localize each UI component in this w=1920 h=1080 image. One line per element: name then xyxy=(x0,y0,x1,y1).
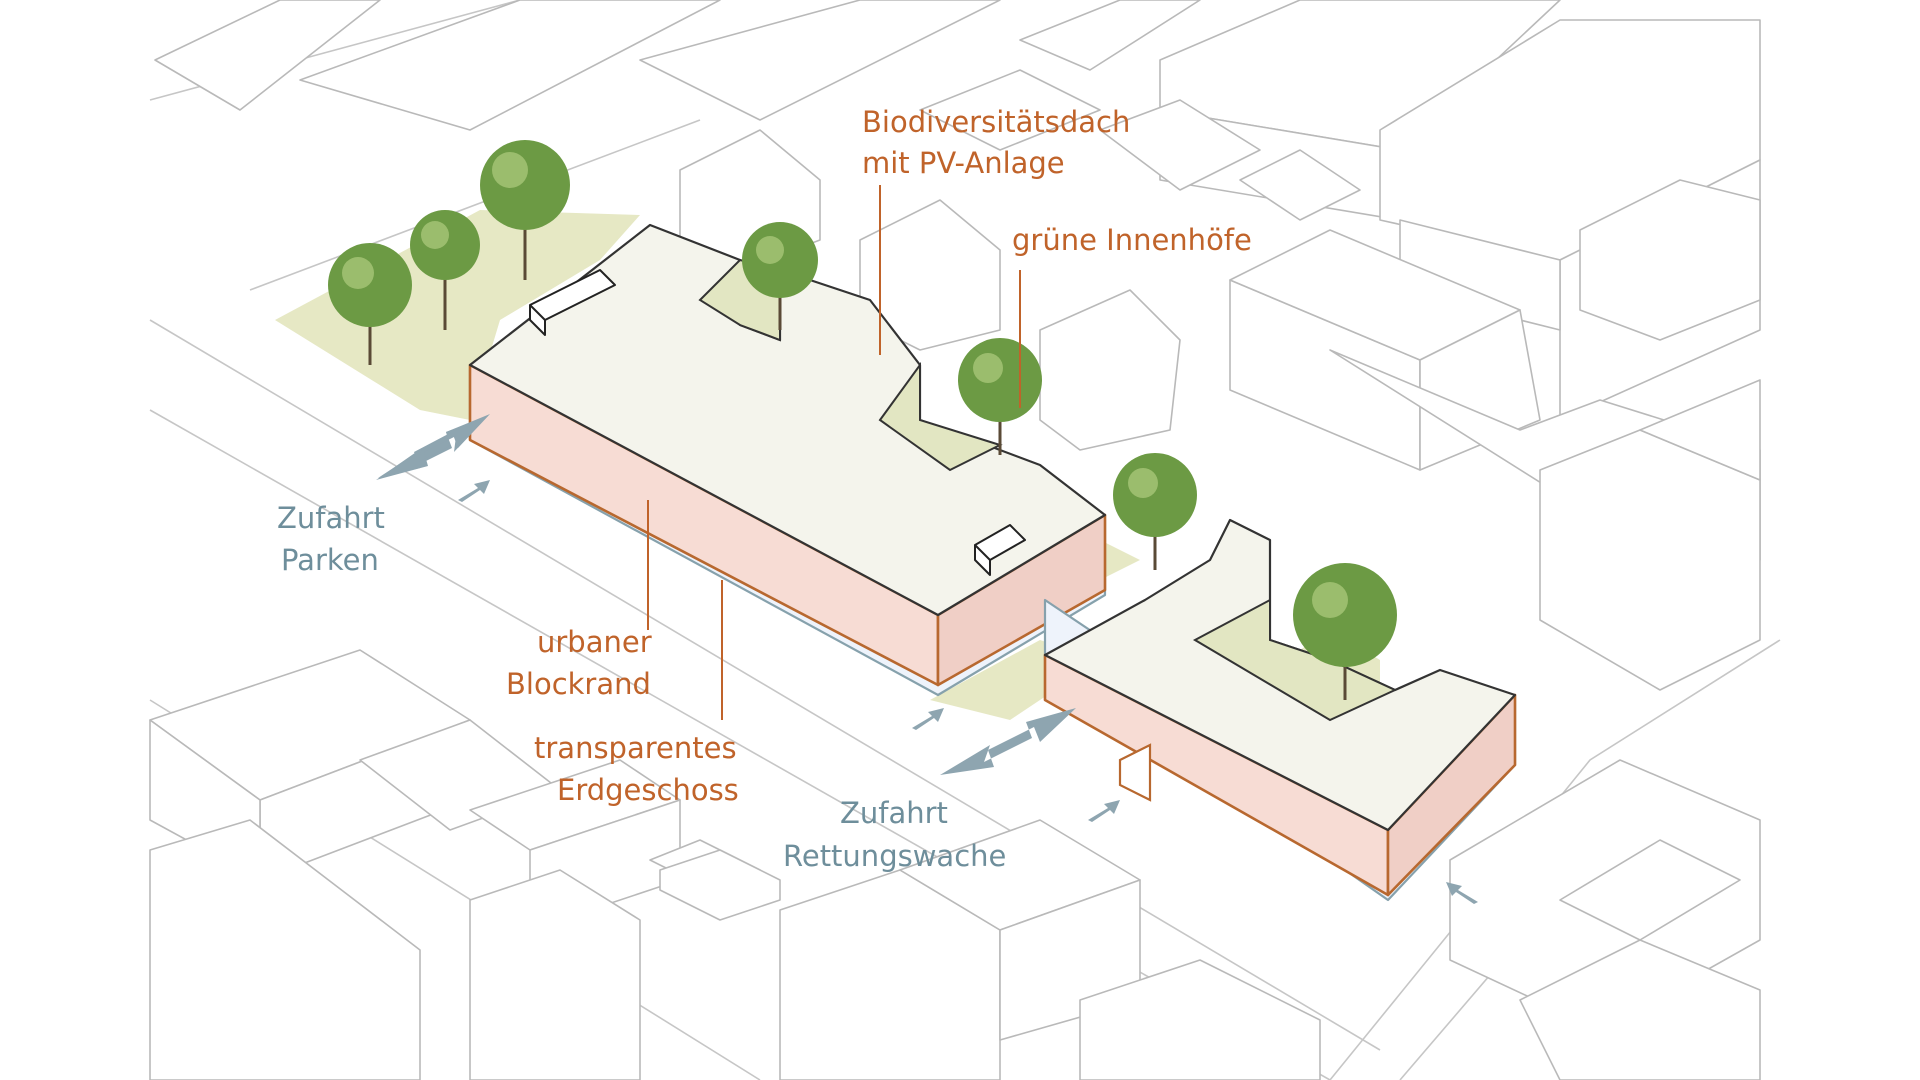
label-block-edge-line2: Blockrand xyxy=(506,667,651,701)
roof-box-left xyxy=(529,269,616,336)
label-roof-line1: Biodiversitätsdach xyxy=(862,105,1130,139)
second-building xyxy=(1043,518,1517,902)
tree-icon xyxy=(480,140,570,280)
tree-icon xyxy=(742,222,818,330)
label-courtyards: grüne Innenhöfe xyxy=(1012,223,1252,257)
label-rescue-line1: Zufahrt xyxy=(840,796,948,830)
label-roof-line2: mit PV-Anlage xyxy=(862,146,1065,180)
tree-icon xyxy=(1113,453,1197,570)
label-ground-floor-line2: Erdgeschoss xyxy=(557,773,739,807)
double-arrow-icon xyxy=(376,414,490,480)
label-block-edge-line1: urbaner xyxy=(537,625,652,659)
double-arrow-icon xyxy=(940,708,1076,775)
label-parking-line2: Parken xyxy=(281,543,379,577)
label-rescue-line2: Rettungswache xyxy=(783,839,1006,873)
entrance-arrow-icon xyxy=(1446,882,1478,904)
main-building xyxy=(468,223,1107,697)
access-arrows xyxy=(376,414,1478,904)
tree-icon xyxy=(328,243,412,365)
entrance-arrow-icon xyxy=(1088,800,1120,822)
leader-lines xyxy=(647,185,1021,720)
tree-icon xyxy=(410,210,480,330)
annotations: Biodiversitätsdach mit PV-Anlage grüne I… xyxy=(277,105,1252,873)
context-buildings xyxy=(149,0,1761,1080)
tree-icon xyxy=(1293,563,1397,700)
entrance-arrow-icon xyxy=(912,708,944,730)
label-ground-floor-line1: transparentes xyxy=(534,731,737,765)
entrance-arrow-icon xyxy=(458,480,490,502)
roof-box-right xyxy=(974,524,1026,576)
label-parking-line1: Zufahrt xyxy=(277,501,385,535)
